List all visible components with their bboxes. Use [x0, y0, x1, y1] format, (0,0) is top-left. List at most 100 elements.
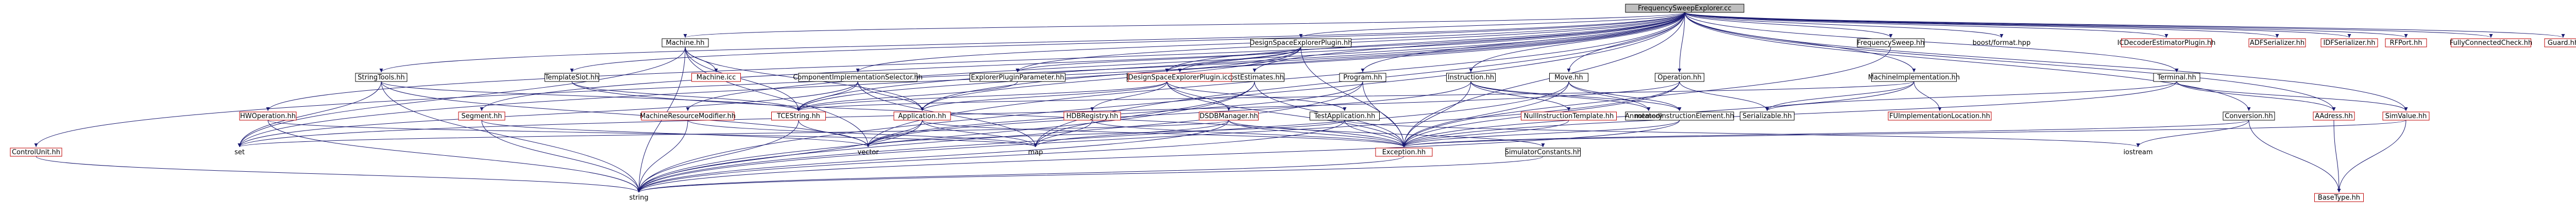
node-freqsweep[interactable]: FrequencySweep.hh [1857, 38, 1925, 47]
node-label: FUImplementationLocation.hh [1889, 112, 1990, 120]
dependency-edge [2338, 120, 2406, 193]
node-root[interactable]: FrequencySweepExplorer.cc [1625, 4, 1744, 13]
node-box [662, 38, 709, 47]
dependency-edge [798, 81, 1167, 111]
dependency-edge [1403, 81, 1471, 148]
dependency-edge [381, 12, 1685, 73]
node-simulatorconstants[interactable]: SimulatorConstants.hh [1505, 148, 1582, 157]
node-simvalue[interactable]: SimValue.hh [2382, 111, 2430, 121]
node-label: vector [857, 149, 879, 156]
edge-arrowhead [686, 107, 690, 111]
node-label: Move.hh [1554, 74, 1583, 81]
dependency-edge [1035, 120, 1229, 148]
node-label: DesignSpaceExplorerPlugin.icc [1128, 74, 1231, 81]
node-label: Machine.hh [666, 39, 704, 47]
node-hdbregistry[interactable]: HDBRegistry.hh [1063, 111, 1121, 121]
node-nullinstrtemplate[interactable]: NullInstructionTemplate.hh [1521, 111, 1617, 121]
dependency-edge [1344, 120, 1404, 148]
node-templateslot[interactable]: TemplateSlot.hh [545, 73, 599, 82]
node-dsexplugin[interactable]: DesignSpaceExplorerPlugin.hh [1249, 38, 1352, 47]
node-segment[interactable]: Segment.hh [458, 111, 505, 121]
node-addrress[interactable]: AAdress.hh [2313, 111, 2355, 121]
dependency-edge [1684, 12, 2406, 38]
node-box [1625, 111, 1734, 121]
dependency-edge [1470, 81, 1649, 111]
node-label: FrequencySweep.hh [1857, 39, 1925, 47]
dependency-edge [1403, 120, 1569, 148]
node-adfser[interactable]: ADFSerializer.hh [2248, 38, 2306, 47]
dependency-edge [1684, 12, 2177, 73]
node-box [970, 73, 1065, 82]
node-compimplsel[interactable]: ComponentImplementationSelector.hh [793, 73, 923, 82]
node-box [2314, 193, 2364, 202]
dependency-edge [1403, 120, 2249, 148]
node-label: TestApplication.hh [1314, 112, 1376, 120]
node-box [771, 111, 826, 121]
node-terminal[interactable]: Terminal.hh [2153, 73, 2200, 82]
node-idfser[interactable]: IDFSerializer.hh [2320, 38, 2378, 47]
dependency-edge [481, 12, 1685, 111]
node-label: MachineImplementation.hh [1868, 74, 1960, 81]
dependency-edge [1092, 120, 1404, 148]
dependency-edge [922, 81, 1167, 111]
edge-arrowhead [2164, 34, 2168, 38]
node-annotatedinstr[interactable]: AnnotatedInstructionElement.hh [1625, 111, 1734, 121]
node-box [1857, 38, 1925, 47]
node-conversion[interactable]: Conversion.hh [2223, 111, 2275, 121]
edge-arrowhead [1090, 107, 1094, 111]
dependency-edge [1684, 12, 2334, 111]
node-explorerparam[interactable]: ExplorerPluginParameter.hh [970, 73, 1065, 82]
node-machine[interactable]: Machine.hh [662, 38, 709, 47]
dependency-edge [1913, 81, 1940, 111]
node-label: memory [1635, 112, 1663, 120]
node-costest[interactable]: CostEstimates.hh [1225, 73, 1284, 82]
node-box [239, 111, 297, 121]
node-fuimplloc[interactable]: FUImplementationLocation.hh [1888, 111, 1992, 121]
node-dsdbmanager[interactable]: DSDBManager.hh [1199, 111, 1259, 121]
edge-arrowhead [1677, 69, 1682, 72]
node-fullyconn[interactable]: FullyConnectedCheck.hh [2450, 38, 2533, 47]
node-exception[interactable]: Exception.hh [1375, 148, 1433, 157]
edge-arrowhead [1567, 107, 1571, 111]
dependency-edge [2333, 120, 2340, 193]
node-machinecc[interactable]: Machine.icc [691, 73, 741, 82]
edge-arrowhead [1889, 34, 1893, 38]
node-controlunit[interactable]: ControlUnit.hh [10, 148, 62, 157]
node-box [1310, 111, 1380, 121]
node-move[interactable]: Move.hh [1549, 73, 1588, 82]
dependency-edge [857, 81, 923, 111]
dependency-edge [239, 46, 686, 148]
node-box [2153, 73, 2200, 82]
node-tcestring[interactable]: TCEString.hh [771, 111, 826, 121]
node-box [2121, 38, 2212, 47]
node-rfport[interactable]: RFPort.hh [2385, 38, 2427, 47]
edge-arrowhead [1765, 107, 1769, 111]
dependency-edge [267, 120, 1036, 148]
node-program[interactable]: Program.hh [1339, 73, 1386, 82]
node-basetype[interactable]: BaseType.hh [2314, 193, 2364, 202]
node-instruction[interactable]: Instruction.hh [1446, 73, 1496, 82]
node-machineresmod[interactable]: MachineResourceModifier.hh [640, 111, 736, 121]
node-operation[interactable]: Operation.hh [1655, 73, 1704, 82]
dependency-edge [798, 12, 1685, 111]
node-icdecoder[interactable]: ICDecoderEstimatorPlugin.hh [2117, 38, 2216, 47]
node-stringtools[interactable]: StringTools.hh [355, 73, 408, 82]
node-hwoperation[interactable]: HWOperation.hh [239, 111, 297, 121]
edge-arrowhead [1647, 107, 1651, 111]
edge-arrowhead [920, 107, 924, 111]
dependency-edge [638, 120, 1229, 193]
node-dsexpluginicc[interactable]: DesignSpaceExplorerPlugin.icc [1128, 73, 1232, 82]
node-guard[interactable]: Guard.hh [2544, 38, 2576, 47]
edge-arrowhead [379, 69, 383, 72]
edge-arrowhead [1469, 69, 1473, 72]
node-application[interactable]: Application.hh [893, 111, 951, 121]
node-testapp[interactable]: TestApplication.hh [1310, 111, 1380, 121]
dependency-edge [798, 120, 869, 148]
node-machimpl[interactable]: MachineImplementation.hh [1868, 73, 1960, 82]
node-memory: memory [1635, 112, 1663, 120]
dependency-nodes: FrequencySweepExplorer.ccboost/format.hp… [10, 4, 2576, 202]
node-label: RFPort.hh [2390, 39, 2422, 47]
node-string: string [629, 194, 648, 202]
node-serializable[interactable]: Serializable.hh [1740, 111, 1794, 121]
